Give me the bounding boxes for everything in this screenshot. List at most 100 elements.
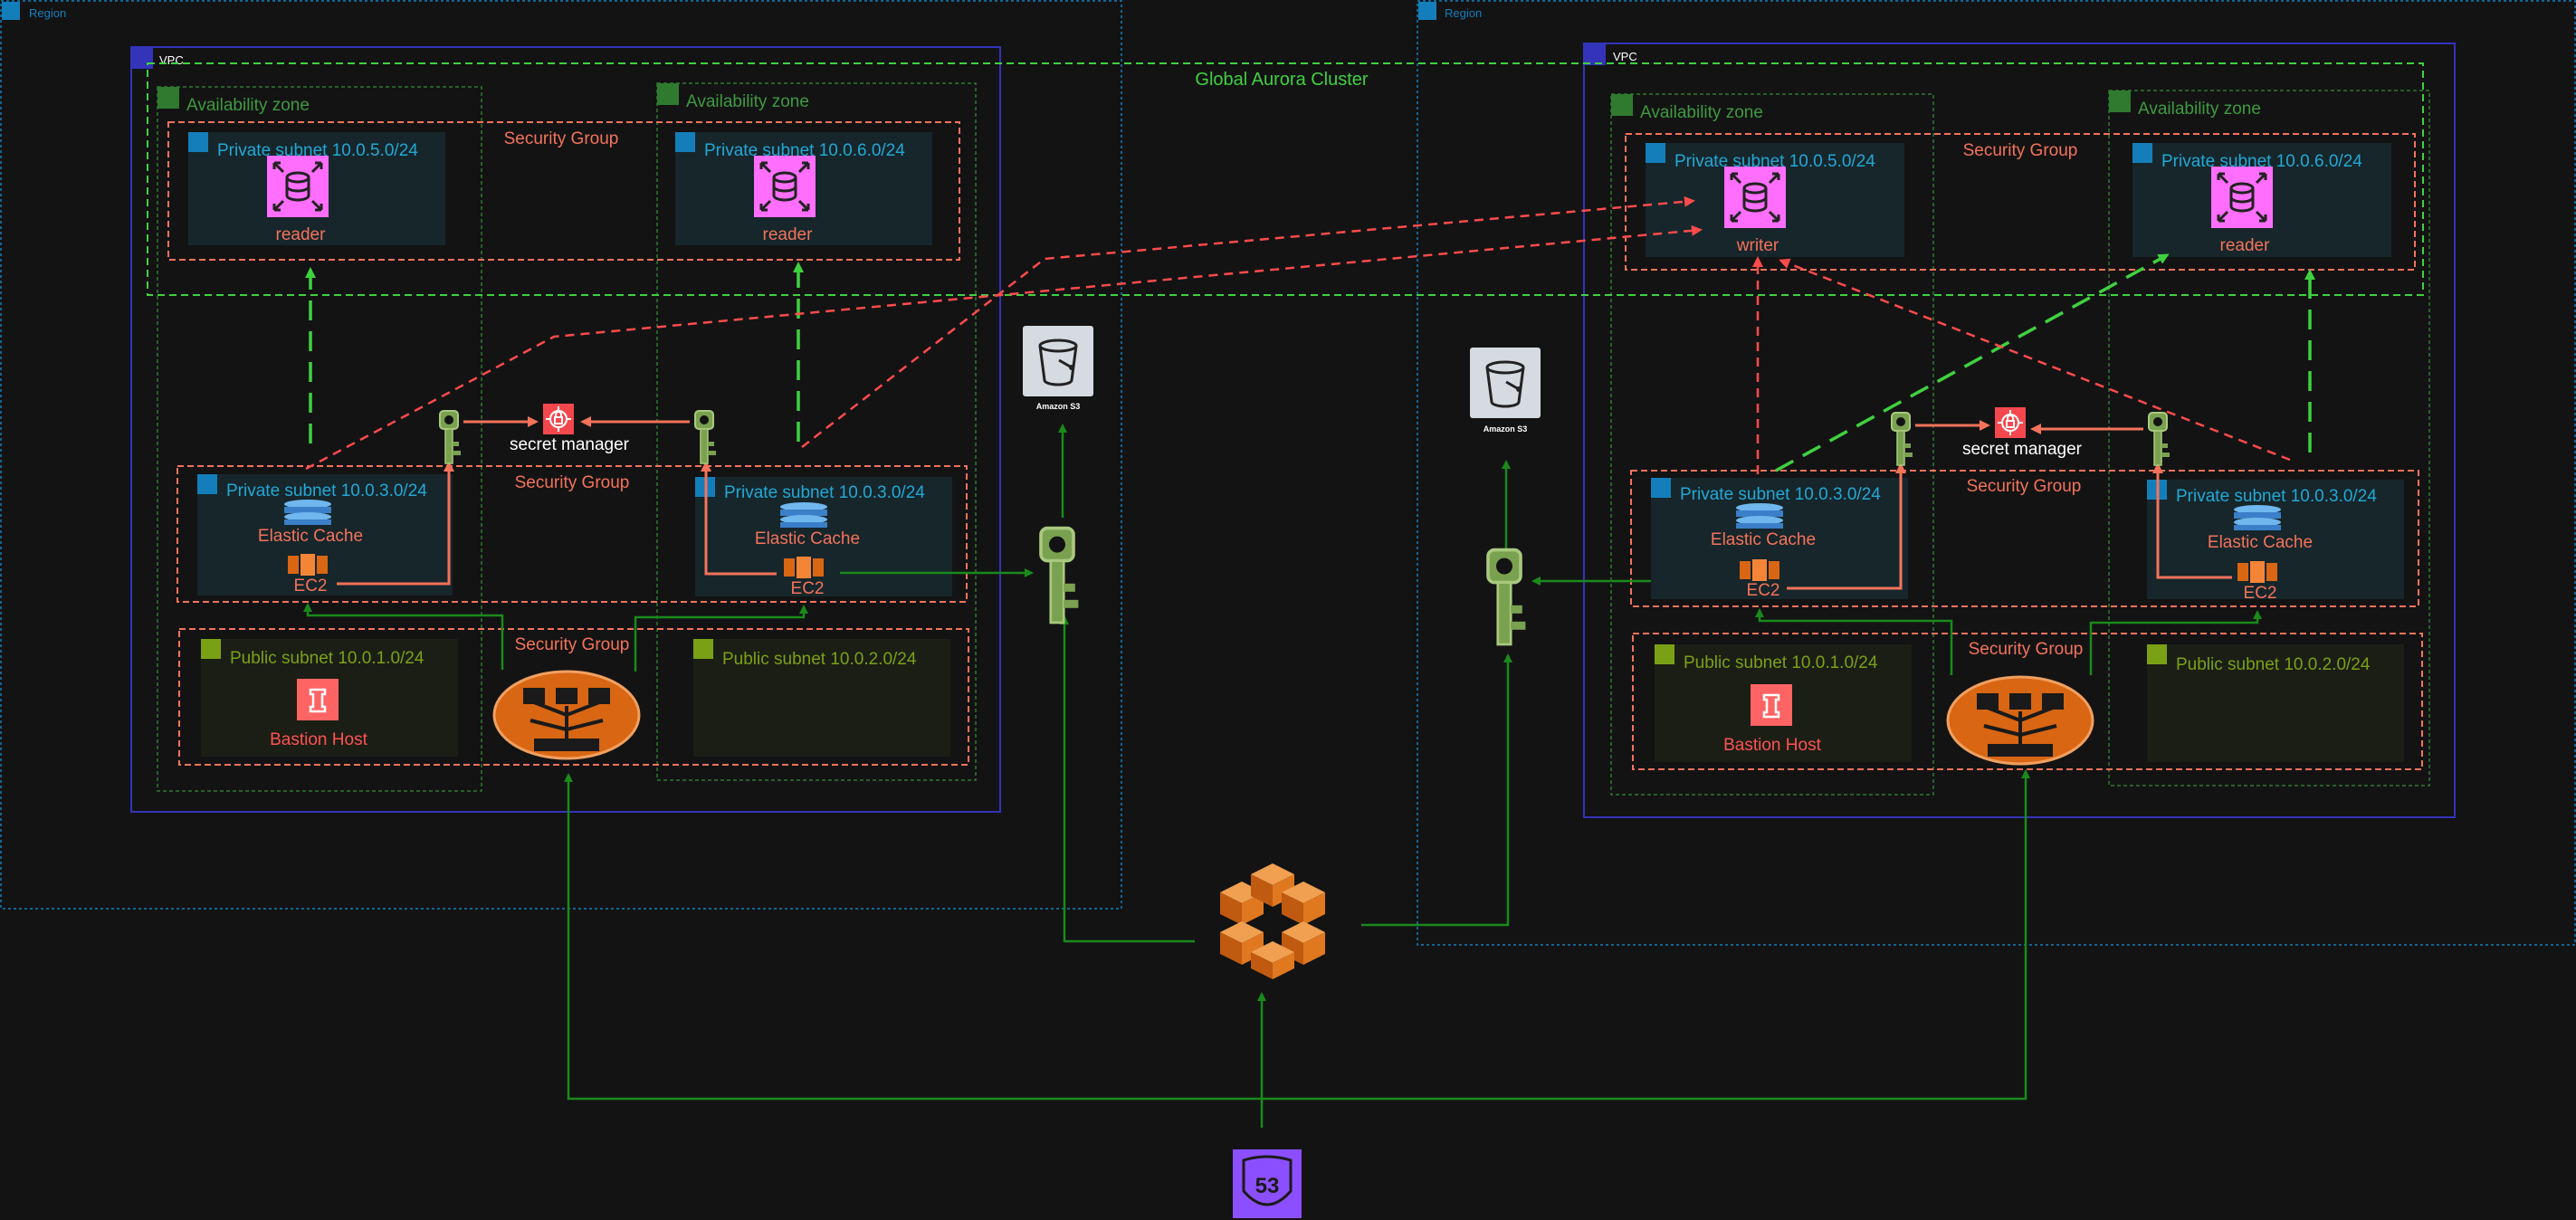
security-group-label: Security Group bbox=[504, 129, 619, 148]
secret-manager-label: secret manager bbox=[510, 435, 630, 454]
arrow-right-a-to-reader-b bbox=[1775, 253, 2170, 472]
cache-label: Elastic Cache bbox=[755, 529, 860, 548]
public-subnet-lock-icon bbox=[693, 639, 713, 659]
bastion-host-icon bbox=[295, 677, 340, 722]
az-label: Availability zone bbox=[686, 92, 809, 111]
vpc-right: VPC bbox=[1583, 43, 2456, 818]
ec2-label: EC2 bbox=[2244, 584, 2277, 603]
az-label: Availability zone bbox=[1640, 103, 1763, 122]
network-arrows bbox=[303, 424, 2262, 1128]
arrow-left-a-to-writer bbox=[305, 224, 1703, 471]
route53-icon: 53 bbox=[1233, 1149, 1302, 1218]
arrow-route53-to-left-alb bbox=[564, 773, 1262, 1101]
ec2-icon bbox=[2237, 561, 2277, 583]
right-public-subnet-a: Public subnet 10.0.1.0/24 Bastion Host bbox=[1655, 644, 1912, 762]
cache-label: Elastic Cache bbox=[2208, 533, 2313, 552]
vpc-label: VPC bbox=[159, 53, 184, 67]
ec2-icon bbox=[288, 554, 328, 576]
left-public-subnet-a: Public subnet 10.0.1.0/24 Bastion Host bbox=[201, 639, 458, 757]
security-group-label: Security Group bbox=[515, 635, 630, 654]
key-icon bbox=[439, 410, 462, 464]
key-icon bbox=[694, 410, 717, 464]
aurora-db-icon bbox=[2209, 165, 2275, 230]
s3-bucket-icon bbox=[1021, 324, 1095, 398]
route53-label: 53 bbox=[1255, 1174, 1280, 1198]
subnet-label: Public subnet 10.0.2.0/24 bbox=[722, 650, 917, 669]
secret-manager-label: secret manager bbox=[1962, 440, 2083, 459]
az-icon bbox=[657, 83, 679, 105]
arrow-right-alb-to-ec2-a bbox=[1755, 608, 1953, 675]
arrow-left-alb-to-ec2-a bbox=[303, 603, 504, 670]
aurora-cluster-label: Global Aurora Cluster bbox=[1195, 70, 1369, 90]
aurora-db-icon bbox=[752, 154, 817, 219]
right-db-subnet-b: Private subnet 10.0.6.0/24 reader bbox=[2132, 143, 2391, 257]
secrets-manager-icon bbox=[1994, 406, 2027, 439]
s3-label: Amazon S3 bbox=[1484, 424, 1528, 434]
security-group-label: Security Group bbox=[515, 473, 630, 492]
subnet-label: Private subnet 10.0.3.0/24 bbox=[226, 481, 427, 500]
arrow-route53-to-right-alb bbox=[1262, 769, 2030, 1101]
vpc-icon bbox=[131, 47, 153, 69]
db-role-label: writer bbox=[1736, 236, 1779, 255]
region-icon bbox=[2, 2, 20, 20]
region-label: Region bbox=[1445, 6, 1482, 20]
key-icon bbox=[2148, 412, 2171, 466]
load-balancer-icon bbox=[1946, 675, 2094, 766]
cloudfront-icon bbox=[1220, 863, 1325, 979]
region-label: Region bbox=[29, 6, 66, 20]
subnet-label: Private subnet 10.0.3.0/24 bbox=[1680, 485, 1881, 504]
ec2-label: EC2 bbox=[294, 577, 328, 596]
right-app-subnet-b: Private subnet 10.0.3.0/24 Elastic Cache… bbox=[2147, 480, 2404, 603]
elasticache-icon bbox=[284, 500, 331, 525]
security-group-label: Security Group bbox=[1963, 141, 2078, 160]
right-db-security-group: Security Group bbox=[1625, 133, 2416, 271]
arrow-left-alb-to-ec2-b bbox=[634, 605, 808, 672]
elasticache-icon bbox=[2234, 505, 2281, 530]
right-app-subnet-a: Private subnet 10.0.3.0/24 Elastic Cache… bbox=[1651, 478, 1908, 600]
ec2-label: EC2 bbox=[791, 579, 825, 598]
arrow-cloudfront-to-right-key bbox=[1361, 653, 1512, 927]
secret-access-arrows bbox=[337, 416, 2232, 590]
cache-label: Elastic Cache bbox=[1711, 530, 1816, 549]
subnet-label: Public subnet 10.0.1.0/24 bbox=[230, 649, 425, 668]
arrow-left-ec2-a-to-key bbox=[337, 461, 454, 586]
secrets-manager-icon bbox=[542, 403, 575, 435]
global-aurora-cluster: Global Aurora Cluster bbox=[147, 62, 2424, 296]
subnet-label: Private subnet 10.0.5.0/24 bbox=[1674, 152, 1875, 171]
az-icon bbox=[157, 87, 179, 109]
subnet-label: Private subnet 10.0.6.0/24 bbox=[2161, 152, 2362, 171]
db-role-label: reader bbox=[763, 225, 814, 244]
s3-bucket-icon bbox=[1468, 346, 1542, 420]
arrow-right-ec2-b-to-key bbox=[2152, 462, 2232, 579]
vpc-icon bbox=[1584, 43, 1606, 65]
vpc-label: VPC bbox=[1613, 50, 1637, 63]
left-public-subnet-b: Public subnet 10.0.2.0/24 bbox=[693, 639, 950, 757]
public-subnet-lock-icon bbox=[1655, 644, 1674, 664]
private-subnet-lock-icon bbox=[197, 474, 217, 494]
left-public-security-group: Security Group bbox=[178, 628, 969, 766]
bastion-host-label: Bastion Host bbox=[1723, 736, 1821, 755]
kms-key-icon bbox=[1486, 548, 1528, 646]
bastion-host-icon bbox=[1749, 682, 1794, 728]
az-icon bbox=[2109, 91, 2131, 112]
region-left: Region bbox=[0, 0, 1122, 910]
subnet-label: Private subnet 10.0.3.0/24 bbox=[724, 483, 925, 502]
az-label: Availability zone bbox=[2138, 100, 2261, 119]
private-subnet-lock-icon bbox=[1651, 478, 1671, 498]
public-subnet-lock-icon bbox=[2147, 644, 2167, 664]
ec2-icon bbox=[1740, 559, 1779, 581]
subnet-label: Public subnet 10.0.2.0/24 bbox=[2176, 655, 2371, 674]
arrow-right-ec2-a-to-key bbox=[1787, 462, 1906, 590]
left-app-security-group: Security Group bbox=[177, 465, 968, 603]
load-balancer-icon bbox=[492, 670, 641, 760]
left-db-subnet-a: Private subnet 10.0.5.0/24 reader bbox=[188, 132, 445, 245]
ec2-label: EC2 bbox=[1747, 581, 1780, 600]
db-role-label: reader bbox=[2220, 236, 2271, 255]
az-right-a: Availability zone bbox=[1610, 93, 1934, 796]
aurora-db-icon bbox=[265, 154, 330, 219]
left-app-subnet-b: Private subnet 10.0.3.0/24 Elastic Cache… bbox=[695, 477, 952, 598]
left-app-subnet-a: Private subnet 10.0.3.0/24 Elastic Cache… bbox=[197, 474, 453, 596]
elasticache-icon bbox=[1736, 503, 1783, 529]
write-arrows bbox=[305, 195, 2291, 474]
